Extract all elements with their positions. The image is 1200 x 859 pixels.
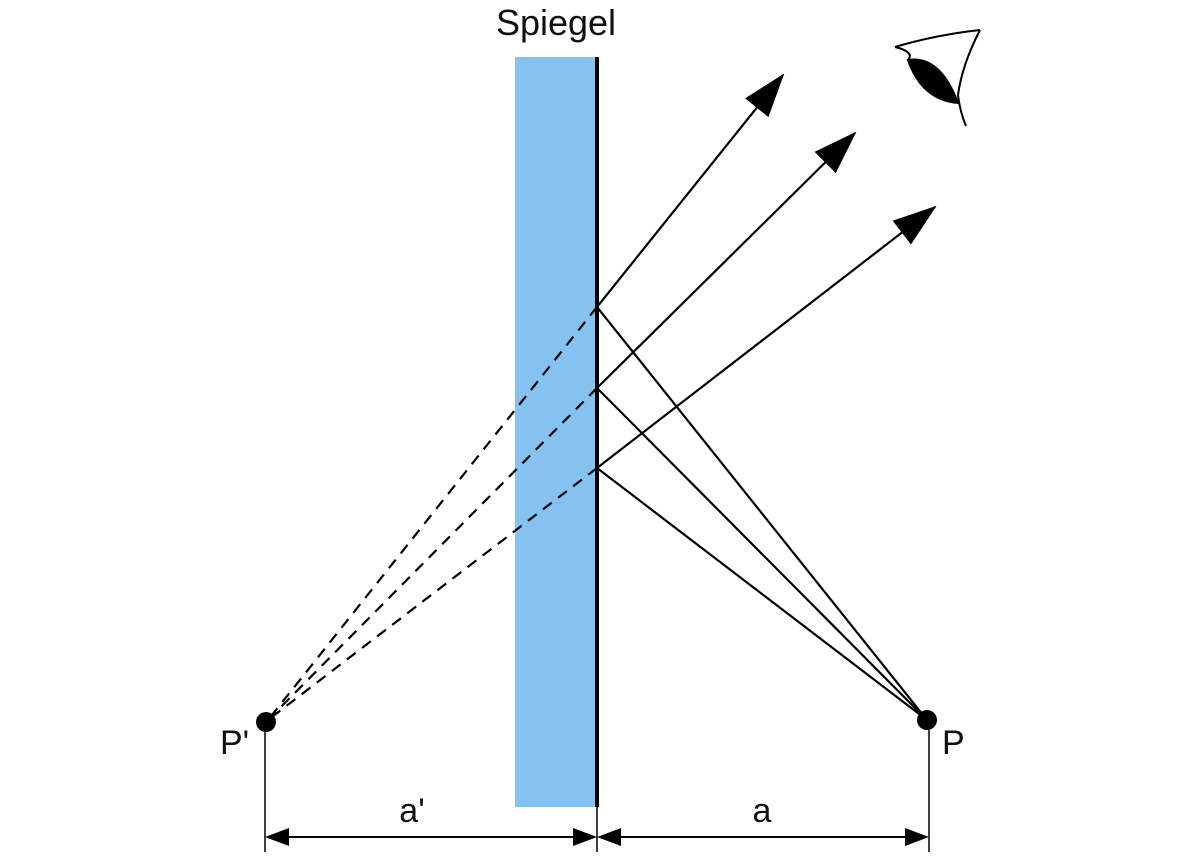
incident-rays	[596, 306, 928, 721]
mirror-glass	[515, 57, 597, 807]
incident-ray-1	[596, 306, 928, 721]
virtual-ray-2	[267, 387, 598, 721]
reflected-ray-3	[596, 205, 937, 469]
reflected-rays	[596, 73, 937, 469]
image-point	[256, 712, 276, 732]
mirror-title: Spiegel	[496, 2, 616, 43]
reflected-ray-2	[596, 131, 857, 389]
image-distance-dimension	[265, 828, 597, 846]
image-distance-label: a'	[399, 792, 424, 830]
image-label: P'	[220, 724, 249, 762]
object-distance-dimension	[597, 828, 929, 846]
incident-ray-2	[596, 387, 928, 721]
virtual-rays	[267, 306, 598, 721]
incident-ray-3	[596, 467, 928, 721]
virtual-ray-1	[267, 306, 598, 721]
reflected-ray-1	[596, 73, 785, 308]
object-point	[917, 710, 937, 730]
reference-lines	[264, 720, 930, 852]
object-label: P	[942, 724, 965, 762]
virtual-ray-3	[267, 467, 598, 721]
object-distance-label: a	[753, 792, 772, 830]
eye-icon	[894, 29, 981, 127]
